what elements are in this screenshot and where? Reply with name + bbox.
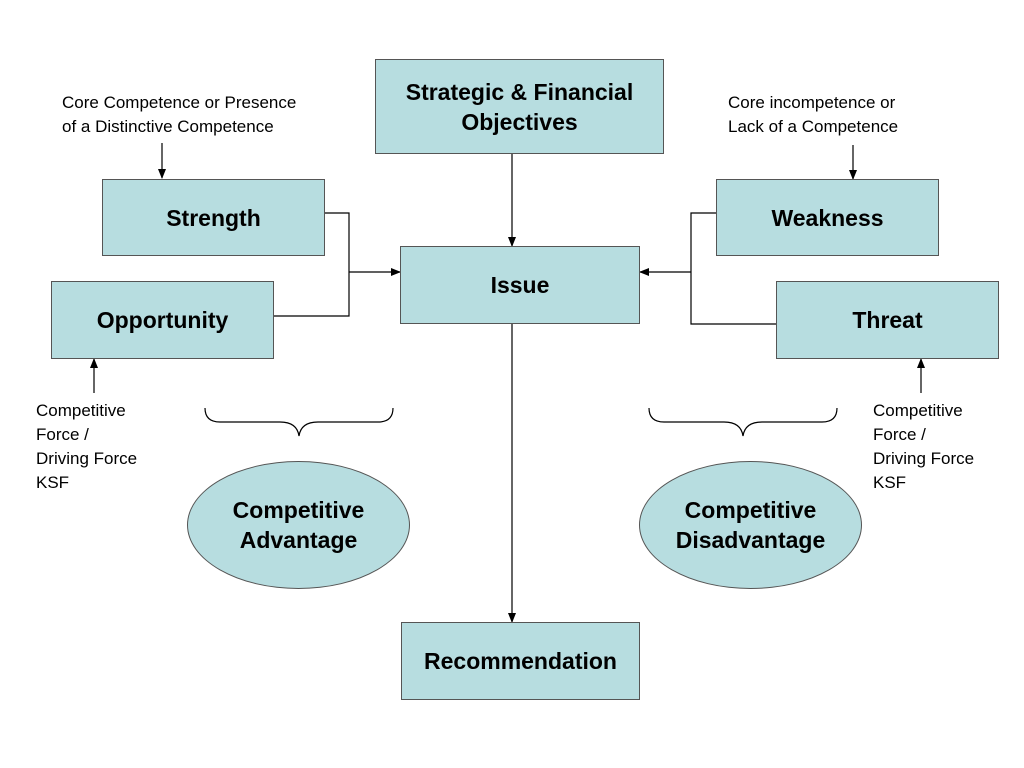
connector-strength [273,212,350,317]
core-incompetence-note: Core incompetence or Lack of a Competenc… [728,91,898,139]
weakness-label: Weakness [771,204,884,231]
competitive-advantage-ellipse: Competitive Advantage [187,461,410,589]
competitive-disadvantage-ellipse: Competitive Disadvantage [639,461,862,589]
core-competence-note: Core Competence or Presence of a Distinc… [62,91,296,139]
brace-right [648,407,838,437]
disadvantage-line-1: Competitive [684,497,817,523]
right-forces-line-4: KSF [873,473,907,492]
left-forces-note: Competitive Force / Driving Force KSF [36,399,137,495]
right-forces-line-3: Driving Force [873,449,975,468]
left-forces-line-2: Force / [36,425,89,444]
issue-label: Issue [490,272,550,298]
issue-box: Issue [400,246,640,324]
objectives-label: Strategic & Financial Objectives [405,78,634,135]
right-forces-line-1: Competitive [873,401,963,420]
recommendation-label: Recommendation [424,648,617,674]
threat-box: Threat [776,281,999,359]
recommendation-box: Recommendation [401,622,640,700]
left-forces-line-1: Competitive [36,401,126,420]
weakness-box: Weakness [716,179,939,256]
core-competence-line-2: of a Distinctive Competence [62,117,274,136]
advantage-line-1: Competitive [232,497,365,523]
opportunity-label: Opportunity [96,307,229,333]
threat-label: Threat [852,307,923,333]
opportunity-box: Opportunity [51,281,274,359]
connector-weakness [690,212,777,325]
left-forces-line-3: Driving Force [36,449,138,468]
objectives-box: Strategic & Financial Objectives [375,59,664,154]
core-competence-line-1: Core Competence or Presence [62,93,297,112]
right-forces-note: Competitive Force / Driving Force KSF [873,399,974,495]
core-incompetence-line-2: Lack of a Competence [728,117,899,136]
brace-left [204,407,394,437]
right-forces-line-2: Force / [873,425,926,444]
strength-label: Strength [166,204,261,231]
left-forces-line-4: KSF [36,473,70,492]
core-incompetence-line-1: Core incompetence or [728,93,896,112]
disadvantage-line-2: Disadvantage [675,527,826,553]
advantage-line-2: Advantage [239,527,358,553]
strength-box: Strength [102,179,325,256]
